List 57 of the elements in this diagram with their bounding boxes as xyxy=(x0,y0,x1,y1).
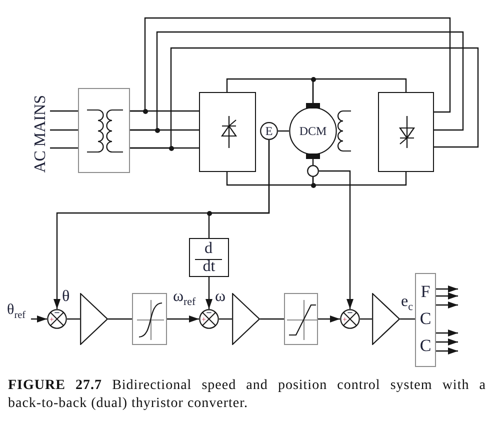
mains-label: AC MAINS xyxy=(33,95,49,173)
motor-circle xyxy=(289,103,337,159)
connector-line xyxy=(130,31,464,131)
arrow xyxy=(436,338,458,346)
motor-label: DCM xyxy=(299,125,327,137)
encoder-circle xyxy=(260,122,278,140)
plus-sign: + xyxy=(50,316,54,322)
reference-input-label: θ$_{ref}$ xyxy=(7,303,26,318)
connector-line xyxy=(50,129,78,131)
arrow xyxy=(206,277,212,309)
connector-line xyxy=(50,110,78,112)
connector-line xyxy=(130,17,451,113)
connector-line xyxy=(208,140,270,238)
firing-control-box xyxy=(415,273,436,367)
summing-junction xyxy=(199,309,219,329)
connector-line xyxy=(360,318,372,320)
connector-line xyxy=(108,318,132,320)
connector-line xyxy=(312,78,407,103)
arrow xyxy=(436,292,458,300)
arrow xyxy=(318,316,340,322)
connector-line xyxy=(312,172,407,186)
encoder-letter: E xyxy=(265,125,273,137)
limiter-box xyxy=(284,293,318,345)
plus-sign: + xyxy=(202,316,206,322)
connector-line xyxy=(50,147,78,149)
firing-control-label: F C C xyxy=(419,281,432,357)
arrow xyxy=(436,302,458,308)
derivative-box xyxy=(189,238,229,277)
arrow xyxy=(31,316,47,322)
connector-line xyxy=(400,318,415,320)
summing-junction xyxy=(340,309,360,329)
minus-sign: − xyxy=(54,311,60,317)
arrow xyxy=(436,330,458,336)
minus-sign: − xyxy=(206,311,212,317)
fraction-numerator: d xyxy=(195,241,222,260)
fraction-denominator: dt xyxy=(202,259,216,275)
connector-line xyxy=(67,318,80,320)
connector-line xyxy=(260,318,284,320)
connector-line xyxy=(219,318,232,320)
connector-line xyxy=(226,172,314,186)
connector-line xyxy=(130,47,479,149)
arrow xyxy=(436,286,458,292)
minus-sign: − xyxy=(347,311,353,317)
arrow xyxy=(167,316,199,322)
gain-triangle xyxy=(372,293,400,345)
converter-box xyxy=(378,92,434,172)
gain-triangle xyxy=(80,293,108,345)
summing-junction xyxy=(47,309,67,329)
current-sensor-circle xyxy=(307,165,319,177)
gain-triangle xyxy=(232,293,260,345)
limiter-box xyxy=(132,293,167,345)
arrow xyxy=(436,348,458,354)
transformer-box xyxy=(78,88,130,173)
converter-box xyxy=(199,92,256,172)
connector-line xyxy=(278,130,289,132)
figure-caption: FIGURE 27.7 Bidirectional speed and position control system with a back-to-back (dual) thyristor converter. xyxy=(8,377,486,413)
plus-sign: + xyxy=(342,316,348,322)
